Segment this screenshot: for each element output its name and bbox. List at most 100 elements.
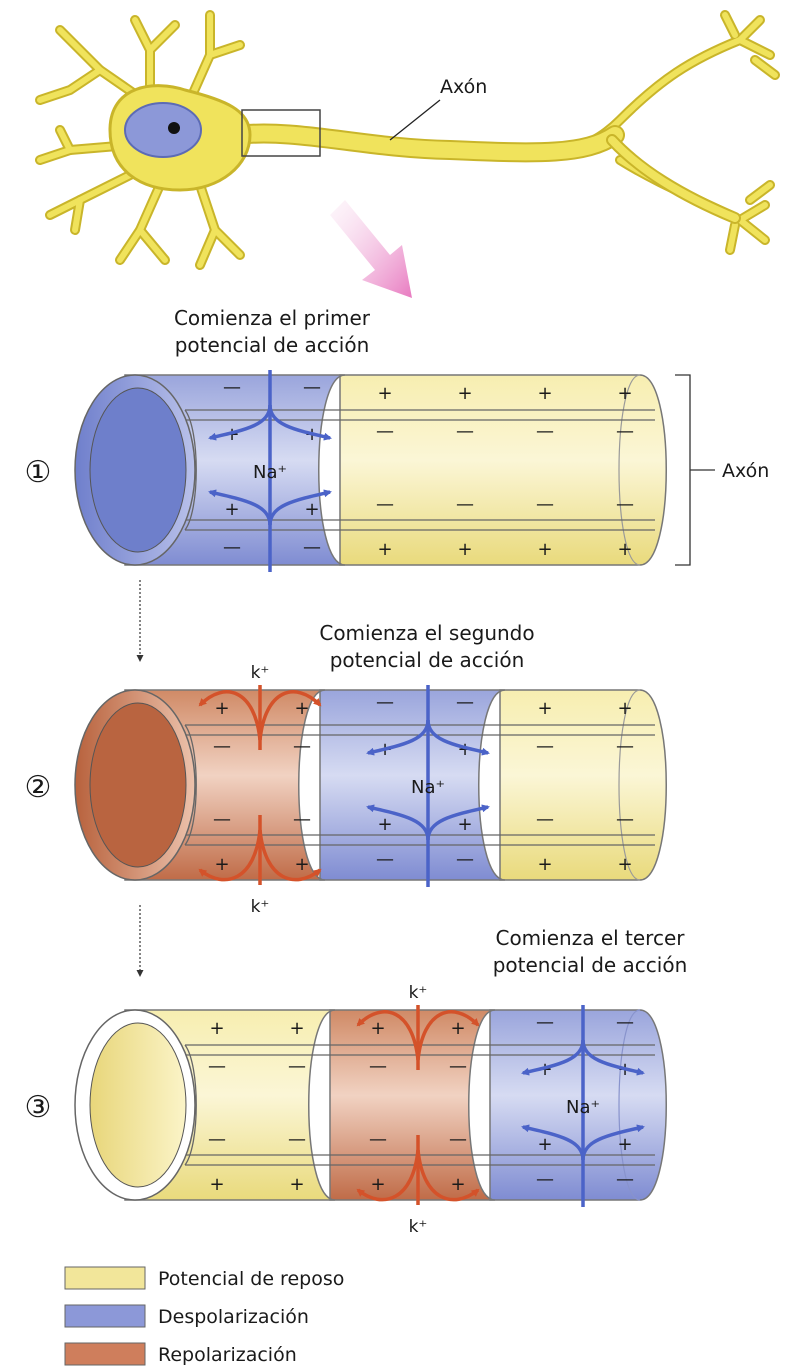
charge-plus: +: [214, 698, 229, 719]
stage-2-na-label: Na⁺: [411, 777, 445, 798]
charge-plus: +: [289, 1174, 304, 1195]
charge-minus: —: [536, 809, 554, 830]
charge-minus: —: [456, 849, 474, 870]
charge-minus: —: [616, 736, 634, 757]
stage-2-caption-line1: Comienza el segundo: [319, 621, 534, 645]
charge-plus: +: [457, 539, 472, 560]
charge-minus: —: [213, 736, 231, 757]
charge-minus: —: [456, 421, 474, 442]
charge-plus: +: [370, 1174, 385, 1195]
stage-1: Comienza el primer potencial de acción ①…: [25, 306, 770, 572]
charge-plus: +: [450, 1018, 465, 1039]
charge-plus: +: [209, 1018, 224, 1039]
charge-plus: +: [377, 814, 392, 835]
charge-minus: —: [223, 537, 241, 558]
charge-minus: —: [616, 809, 634, 830]
charge-minus: —: [293, 809, 311, 830]
charge-plus: +: [289, 1018, 304, 1039]
stage-2-caption-line2: potencial de acción: [330, 648, 525, 672]
charge-plus: +: [537, 539, 552, 560]
charge-plus: +: [537, 854, 552, 875]
charge-minus: —: [536, 421, 554, 442]
stage-3-k-top-label: k⁺: [409, 983, 428, 1003]
charge-plus: +: [294, 698, 309, 719]
charge-minus: —: [456, 692, 474, 713]
charge-minus: —: [223, 377, 241, 398]
charge-plus: +: [617, 383, 632, 404]
charge-plus: +: [209, 1174, 224, 1195]
stage-3-caption-line2: potencial de acción: [493, 953, 688, 977]
charge-plus: +: [450, 1174, 465, 1195]
charge-minus: —: [376, 494, 394, 515]
charge-minus: —: [303, 537, 321, 558]
stage-3-caption-line1: Comienza el tercer: [495, 926, 685, 950]
legend-label-resting: Potencial de reposo: [158, 1268, 344, 1290]
legend-item-depolarization: Despolarización: [65, 1305, 309, 1328]
stage-2-number: ②: [25, 770, 52, 805]
charge-minus: —: [208, 1129, 226, 1150]
charge-plus: +: [617, 539, 632, 560]
legend-label-depolarization: Despolarización: [158, 1306, 309, 1328]
charge-minus: —: [449, 1129, 467, 1150]
charge-minus: —: [616, 1169, 634, 1190]
stage-1-side-label: Axón: [722, 460, 769, 482]
charge-minus: —: [376, 849, 394, 870]
stage-2-k-bottom-label: k⁺: [251, 897, 270, 917]
stage-1-caption-line2: potencial de acción: [175, 333, 370, 357]
stage-1-caption-line1: Comienza el primer: [174, 306, 371, 330]
stage-2-k-top-label: k⁺: [251, 663, 270, 683]
charge-minus: —: [213, 809, 231, 830]
charge-minus: —: [536, 736, 554, 757]
charge-minus: —: [616, 494, 634, 515]
charge-minus: —: [303, 377, 321, 398]
charge-minus: —: [369, 1129, 387, 1150]
charge-plus: +: [294, 854, 309, 875]
legend: Potencial de reposo Despolarización Repo…: [65, 1267, 344, 1366]
nucleus: [125, 103, 201, 157]
charge-plus: +: [377, 383, 392, 404]
charge-minus: —: [288, 1129, 306, 1150]
charge-plus: +: [214, 854, 229, 875]
charge-minus: —: [288, 1056, 306, 1077]
stage-1-axon-bracket: [675, 375, 715, 565]
legend-swatch-repolarization: [65, 1343, 145, 1365]
charge-minus: —: [536, 1012, 554, 1033]
charge-minus: —: [536, 1169, 554, 1190]
stage-3-number: ③: [25, 1090, 52, 1125]
legend-item-repolarization: Repolarización: [65, 1343, 297, 1366]
stage-1-na-label: Na⁺: [253, 462, 287, 483]
charge-plus: +: [377, 539, 392, 560]
charge-minus: —: [616, 1012, 634, 1033]
zoom-arrow-icon: [330, 200, 412, 298]
charge-plus: +: [537, 698, 552, 719]
charge-minus: —: [376, 692, 394, 713]
charge-minus: —: [293, 736, 311, 757]
charge-minus: —: [616, 421, 634, 442]
axon-label: Axón: [440, 76, 487, 98]
legend-item-resting: Potencial de reposo: [65, 1267, 344, 1290]
stage-1-number: ①: [25, 455, 52, 490]
legend-swatch-depolarization: [65, 1305, 145, 1327]
charge-plus: +: [457, 383, 472, 404]
axon-label-leader: [390, 100, 440, 140]
charge-plus: +: [617, 854, 632, 875]
charge-plus: +: [537, 1134, 552, 1155]
charge-plus: +: [224, 499, 239, 520]
stage-3-na-label: Na⁺: [566, 1097, 600, 1118]
stage-3: Comienza el tercer potencial de acción ③…: [25, 926, 688, 1237]
charge-plus: +: [617, 698, 632, 719]
charge-minus: —: [536, 494, 554, 515]
charge-minus: —: [376, 421, 394, 442]
charge-minus: —: [456, 494, 474, 515]
stage-3-k-bottom-label: k⁺: [409, 1217, 428, 1237]
charge-plus: +: [457, 814, 472, 835]
legend-label-repolarization: Repolarización: [158, 1344, 297, 1366]
charge-minus: —: [369, 1056, 387, 1077]
charge-minus: —: [449, 1056, 467, 1077]
charge-minus: —: [208, 1056, 226, 1077]
charge-plus: +: [370, 1018, 385, 1039]
charge-plus: +: [304, 499, 319, 520]
stage-2: Comienza el segundo potencial de acción …: [25, 621, 667, 917]
charge-plus: +: [617, 1134, 632, 1155]
